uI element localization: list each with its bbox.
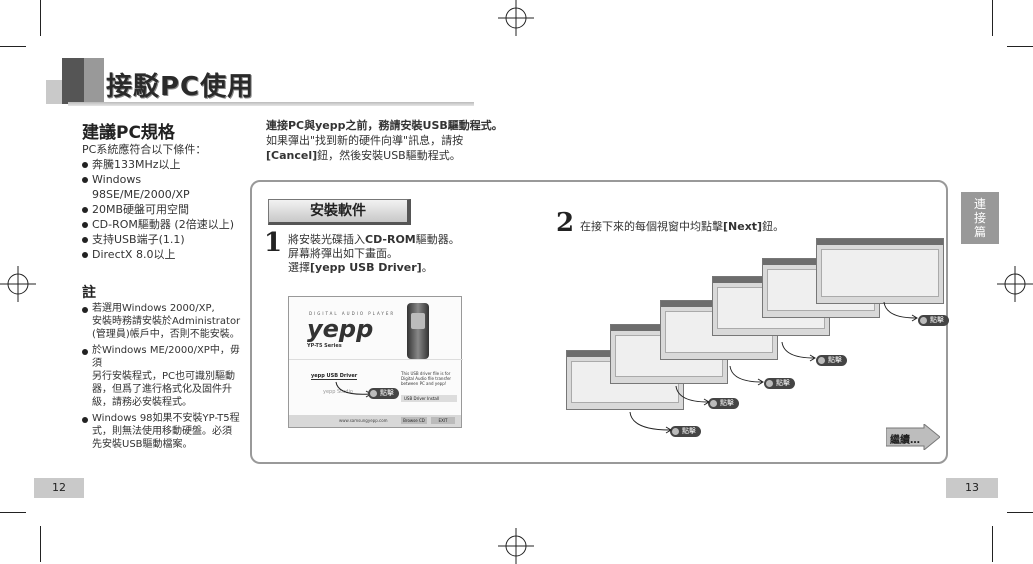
browse-cd-button[interactable]: Browse CD [401, 417, 427, 424]
step-text: 將安裝光碟插入 [288, 233, 365, 246]
note-line: 先安裝USB驅動檔案。 [92, 439, 193, 450]
note-line: 另行安裝程式，PC也可識別驅動 [92, 371, 236, 382]
note-line: 器，但爲了進行格式化及固件升 [92, 384, 232, 395]
notice-line: 如果彈出"找到新的硬件向導"訊息，請按 [266, 134, 464, 147]
crop-mark [0, 512, 26, 513]
registration-mark-icon [0, 266, 36, 302]
click-badge: 點擊 [708, 398, 739, 409]
note-line: 式，則無法使用移動硬盤。必須 [92, 426, 232, 437]
option-description: This USB driver file is for Digital Audi… [401, 371, 452, 386]
note-line: 級，請務必安裝程式。 [92, 397, 192, 408]
usb-driver-notice: 連接PC與yepp之前，務請安裝USB驅動程式。 如果彈出"找到新的硬件向導"訊… [266, 118, 566, 163]
section-tab: 連 接 篇 [961, 192, 999, 244]
brand-logo: yepp [307, 315, 374, 343]
header-decoration [62, 58, 84, 104]
step-line: 屏幕將彈出如下畫面。 [288, 247, 398, 260]
note-line: 於Windows ME/2000/XP中，毋須 [92, 345, 240, 369]
continue-label[interactable]: 繼續… [890, 435, 920, 446]
note-line: (管理員)帳戶中，否則不能安裝。 [92, 329, 240, 340]
usb-install-button[interactable]: USB Driver Install [401, 395, 457, 402]
brand-tagline: DIGITAL AUDIO PLAYER [309, 311, 396, 316]
tab-char: 篇 [973, 225, 986, 239]
continue-arrow-icon[interactable] [886, 424, 940, 450]
list-item: 20MB硬盤可用空間 [82, 202, 242, 217]
note-line: 若選用Windows 2000/XP, [92, 303, 215, 314]
click-badge: 點擊 [764, 378, 795, 389]
crop-mark [1007, 46, 1033, 47]
notice-line: [Cancel]鈕，然後安裝USB驅動程式。 [266, 148, 566, 163]
step-text: CD-ROM [365, 233, 416, 246]
crop-mark [0, 46, 26, 47]
list-item: CD-ROM驅動器 (2倍速以上) [82, 217, 242, 232]
installer-screenshot: DIGITAL AUDIO PLAYER yepp YP-T5 Series y… [288, 296, 463, 428]
header-decoration [84, 58, 104, 104]
step-text: [yepp USB Driver] [310, 261, 422, 274]
tab-char: 連 [973, 197, 986, 211]
step1-text: 將安裝光碟插入CD-ROM驅動器。 屏幕將彈出如下畫面。 選擇[yepp USB… [288, 233, 478, 275]
page-title: 接駁PC使用 [106, 72, 255, 102]
step-text: [Next] [723, 220, 763, 233]
header-rule [68, 102, 474, 106]
click-badge: 點擊 [816, 355, 847, 366]
notice-rest: 鈕，然後安裝USB驅動程式。 [317, 149, 461, 162]
step-text: 在接下來的每個視窗中均點擊 [580, 220, 723, 233]
click-badge: 點擊 [368, 388, 399, 399]
note-line: 安裝時務請安裝於Administrator [92, 316, 241, 327]
list-item: Windows 98SE/ME/2000/XP [82, 172, 242, 202]
step-number: 2 [556, 208, 575, 238]
pointer-arrow-icon [781, 341, 816, 362]
tab-char: 接 [973, 211, 986, 225]
step-text: 驅動器。 [415, 233, 460, 246]
exit-button[interactable]: EXIT [431, 417, 455, 424]
note-title: 註 [82, 285, 96, 301]
requirements-list: PC系統應符合以下條件： 奔騰133MHz以上 Windows 98SE/ME/… [82, 142, 242, 262]
step2-text: 在接下來的每個視窗中均點擊[Next]鈕。 [580, 219, 860, 234]
cancel-label: [Cancel] [266, 149, 318, 162]
player-image [407, 303, 429, 359]
install-software-title: 安裝軟件 [268, 199, 411, 225]
registration-mark-icon [498, 0, 534, 36]
pointer-arrow-icon [729, 365, 764, 386]
registration-mark-icon [498, 528, 534, 564]
page-number-left: 12 [34, 478, 84, 498]
requirements-intro: PC系統應符合以下條件： [82, 143, 207, 156]
usb-driver-option[interactable]: yepp USB Driver [311, 373, 358, 380]
pointer-arrow-icon [883, 301, 918, 322]
crop-mark [1007, 512, 1033, 513]
registration-mark-icon [997, 266, 1033, 302]
crop-mark [992, 526, 993, 562]
list-item: Windows 98如果不安裝YP-T5程 式，則無法使用移動硬盤。必須 先安裝… [82, 412, 244, 451]
list-item: 若選用Windows 2000/XP, 安裝時務請安裝於Administrato… [82, 302, 244, 341]
note-line: Windows 98如果不安裝YP-T5程 [92, 413, 240, 424]
studio-option[interactable]: yepp Studio [323, 389, 353, 395]
wizard-window [816, 238, 944, 304]
requirements-title: 建議PC規格 [82, 123, 175, 143]
click-badge: 點擊 [918, 315, 949, 326]
list-item: 於Windows ME/2000/XP中，毋須 另行安裝程式，PC也可識別驅動 … [82, 344, 244, 409]
step-text: 。 [421, 261, 433, 274]
notice-bold: 連接PC與yepp之前，務請安裝USB驅動程式。 [266, 119, 503, 132]
crop-mark [40, 526, 41, 562]
pointer-arrow-icon [675, 385, 710, 406]
step-number: 1 [264, 228, 283, 258]
list-item: DirectX 8.0以上 [82, 247, 242, 262]
page-number-right: 13 [946, 478, 998, 498]
step-text: 鈕。 [762, 220, 785, 233]
step-text: 選擇 [288, 261, 310, 274]
website-url: www.samsungyepp.com [339, 418, 388, 423]
click-badge: 點擊 [670, 426, 701, 437]
pointer-arrow-icon [629, 411, 672, 434]
notes-list: 若選用Windows 2000/XP, 安裝時務請安裝於Administrato… [82, 302, 244, 451]
list-item: 支持USB端子(1.1) [82, 232, 242, 247]
step-line: 選擇[yepp USB Driver]。 [288, 261, 478, 275]
crop-mark [992, 0, 993, 36]
list-item: 奔騰133MHz以上 [82, 157, 242, 172]
series-label: YP-T5 Series [307, 343, 342, 349]
step-line: 將安裝光碟插入CD-ROM驅動器。 [288, 233, 478, 247]
crop-mark [40, 0, 41, 36]
